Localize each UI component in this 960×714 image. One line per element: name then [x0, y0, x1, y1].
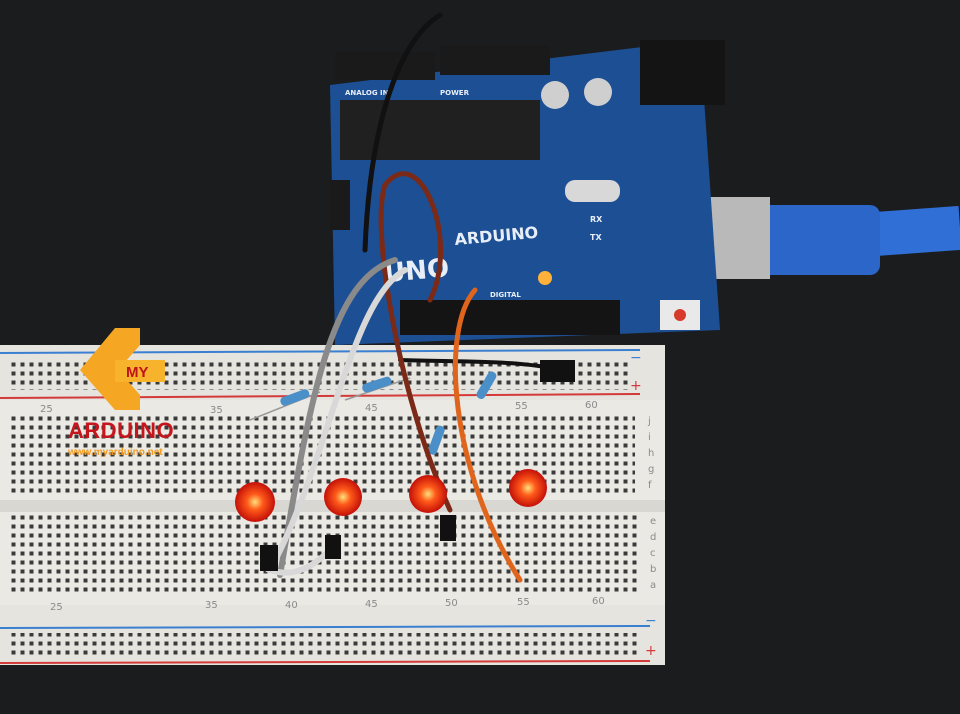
- label-tx: TX: [590, 233, 602, 242]
- column-number: 45: [365, 403, 378, 414]
- rail-plus-sign: +: [645, 643, 657, 659]
- column-number: 55: [517, 597, 530, 608]
- power-jack: [640, 40, 725, 105]
- column-number: 55: [515, 401, 528, 412]
- row-letter: a: [650, 580, 656, 591]
- icsp-header: [330, 180, 350, 230]
- capacitor: [584, 78, 612, 106]
- led-red-lit: [235, 482, 275, 522]
- wire-connector: [325, 535, 341, 559]
- wire-black: [362, 12, 443, 253]
- label-power: POWER: [440, 89, 470, 97]
- row-letter: j: [647, 416, 651, 427]
- watermark-url: www.myarduino.net: [67, 447, 163, 458]
- column-number: 25: [40, 404, 53, 415]
- row-letter: c: [650, 548, 656, 559]
- label-analog: ANALOG IN: [345, 89, 389, 97]
- header-digital: [400, 300, 620, 335]
- row-letter: b: [650, 564, 656, 575]
- wire-connector: [260, 545, 278, 571]
- column-number: 40: [285, 600, 298, 611]
- row-letter: d: [650, 532, 656, 543]
- jumper-wires: [260, 12, 575, 583]
- watermark-my: MY: [126, 364, 149, 381]
- row-letter: i: [648, 432, 651, 443]
- wire-brown: [378, 171, 453, 513]
- column-number: 60: [585, 400, 598, 411]
- row-letter: g: [648, 464, 654, 475]
- row-letter: e: [650, 516, 656, 527]
- arduino-uno-board: ARDUINO UNO RX TX POWER ANALOG IN DIGITA…: [330, 40, 725, 345]
- column-number: 50: [445, 598, 458, 609]
- wire-orange: [452, 287, 523, 583]
- column-number: 45: [365, 599, 378, 610]
- resistor: [362, 376, 392, 393]
- watermark-brand: ARDUINO: [68, 418, 174, 443]
- header-power: [335, 52, 435, 80]
- label-digital: DIGITAL: [490, 291, 521, 299]
- rail-minus-sign: −: [630, 350, 642, 366]
- column-number: 25: [50, 602, 63, 613]
- resistors: [249, 371, 497, 455]
- wire-connector: [540, 360, 575, 382]
- resistor: [428, 425, 445, 455]
- row-letter: f: [648, 480, 652, 491]
- led-red-lit: [324, 478, 362, 516]
- myarduino-watermark-logo: MY ARDUINO www.myarduino.net: [67, 328, 174, 458]
- led-l-indicator: [538, 271, 552, 285]
- wire-connector: [440, 515, 456, 541]
- row-letter: h: [648, 448, 654, 459]
- header-analog: [440, 45, 550, 75]
- atmega-chip: [340, 100, 540, 160]
- wire-white: [265, 267, 408, 576]
- rail-minus-sign: −: [645, 613, 657, 629]
- crystal: [565, 180, 620, 202]
- rail-plus-sign: +: [630, 378, 642, 394]
- resistor: [280, 389, 310, 406]
- led-red-lit: [509, 469, 547, 507]
- label-rx: RX: [590, 215, 603, 224]
- led-red-lit: [409, 475, 447, 513]
- column-number: 60: [592, 596, 605, 607]
- wire-gray: [277, 257, 398, 578]
- column-number: 35: [205, 600, 218, 611]
- capacitor: [541, 81, 569, 109]
- column-number: 35: [210, 405, 223, 416]
- leds: [235, 469, 547, 522]
- resistor: [476, 371, 497, 400]
